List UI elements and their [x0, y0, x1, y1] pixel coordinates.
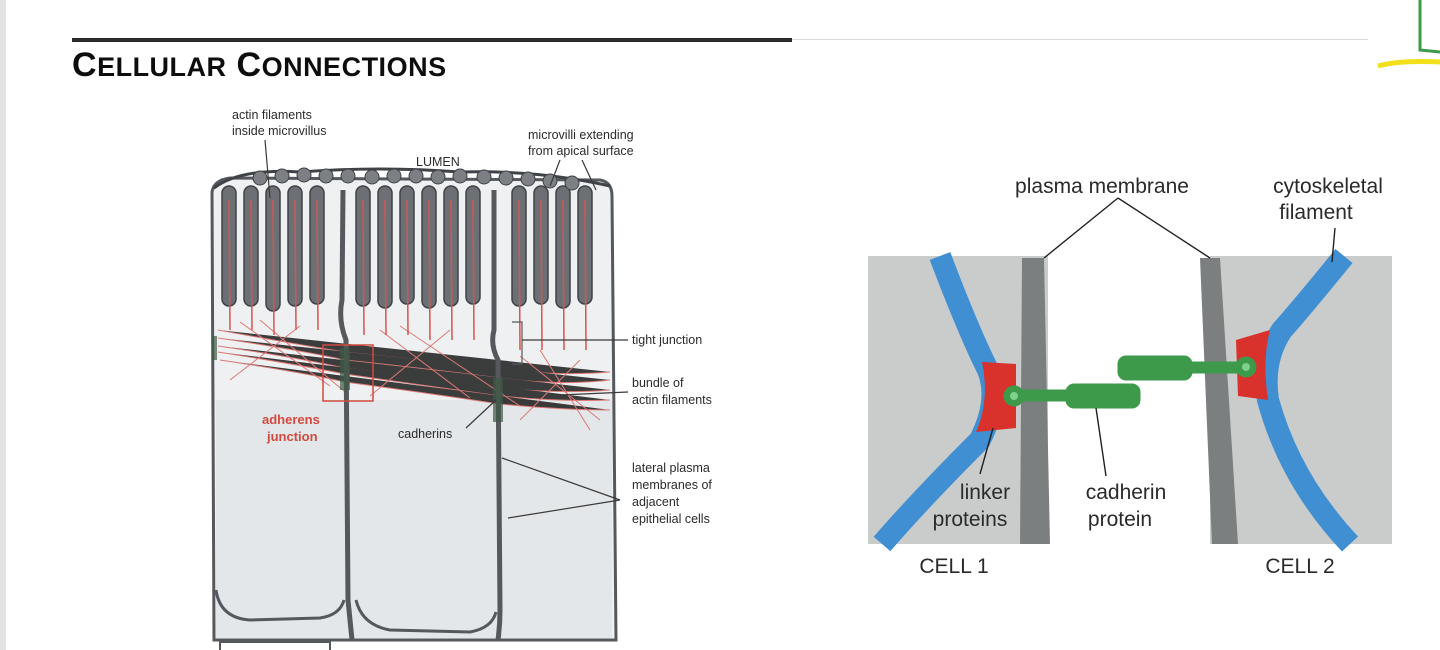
- microvilli: [221, 185, 593, 312]
- cell1-linker-protein: [976, 362, 1016, 432]
- label-lateral-2: membranes of: [632, 478, 712, 492]
- tight-junction-bracket: [512, 321, 523, 365]
- title-initial-2: C: [236, 46, 262, 84]
- label-microvilli-2: from apical surface: [528, 144, 634, 158]
- label-plasma-membrane: plasma membrane: [1015, 175, 1189, 198]
- junction-marks-right: [493, 378, 503, 422]
- label-cadherin-2: protein: [1088, 508, 1152, 531]
- epithelium-diagram: actin filaments inside microvillus LUMEN…: [210, 108, 712, 650]
- label-actin-1: actin filaments: [232, 108, 312, 122]
- label-cytoskeletal-1: cytoskeletal: [1273, 175, 1383, 198]
- lateral-membrane-left: [338, 189, 355, 641]
- label-cadherin-1: cadherin: [1086, 481, 1167, 504]
- label-cytoskeletal-2: filament: [1279, 201, 1353, 224]
- label-lateral-3: adjacent: [632, 495, 680, 509]
- label-actin-2: inside microvillus: [232, 124, 326, 138]
- adherens-highlight-box: [322, 344, 374, 402]
- label-lumen: LUMEN: [416, 155, 460, 169]
- label-bundle-2: actin filaments: [632, 393, 712, 407]
- actin-cortex: [217, 319, 611, 431]
- cadherin-junction-diagram: plasma membrane cytoskeletal filament li…: [868, 175, 1392, 578]
- label-cadherins: cadherins: [398, 427, 452, 441]
- title-rule-dark: [72, 38, 792, 42]
- cell2-membrane: [1200, 258, 1238, 544]
- cadherin-highlights: [1010, 363, 1250, 400]
- label-linker-2: proteins: [933, 508, 1008, 531]
- label-lateral-4: epithelial cells: [632, 512, 710, 526]
- label-linker-1: linker: [960, 481, 1010, 504]
- label-lateral-1: lateral plasma: [632, 461, 710, 475]
- label-bundle-1: bundle of: [632, 376, 684, 390]
- label-adherens-2: junction: [266, 429, 318, 444]
- cell-cytoplasm-lower: [216, 400, 612, 638]
- cell-base-left: [214, 589, 346, 622]
- junction-leaders: [979, 197, 1336, 477]
- label-tight-junction: tight junction: [632, 333, 702, 347]
- junction-marks-left: [340, 348, 350, 390]
- title-rest-2: ONNECTIONS: [261, 52, 447, 82]
- cell2-cytoskeletal-filament: [1255, 249, 1359, 552]
- microvillus-actin-cores: [228, 199, 587, 351]
- title-initial-1: C: [72, 46, 98, 84]
- cadherin-protein: [1003, 355, 1257, 409]
- scale-bar: [219, 641, 331, 650]
- cell-base-middle: [354, 599, 498, 634]
- epithelium-leaders: [264, 139, 629, 519]
- corner-thumbnail: [1376, 0, 1440, 80]
- lateral-membrane-right: [490, 190, 503, 641]
- label-cell1: CELL 1: [919, 555, 988, 578]
- left-edge-strip: [0, 0, 6, 650]
- microvilli-bumps: [252, 167, 580, 191]
- title-rule-light: [792, 39, 1368, 40]
- label-cell2: CELL 2: [1265, 555, 1334, 578]
- junction-marks-edge: [212, 336, 217, 360]
- label-microvilli-1: microvilli extending: [528, 128, 634, 142]
- title-rest-1: ELLULAR: [97, 52, 227, 82]
- slide-title: CELLULAR CONNECTIONS: [72, 46, 447, 85]
- label-adherens-1: adherens: [262, 412, 320, 427]
